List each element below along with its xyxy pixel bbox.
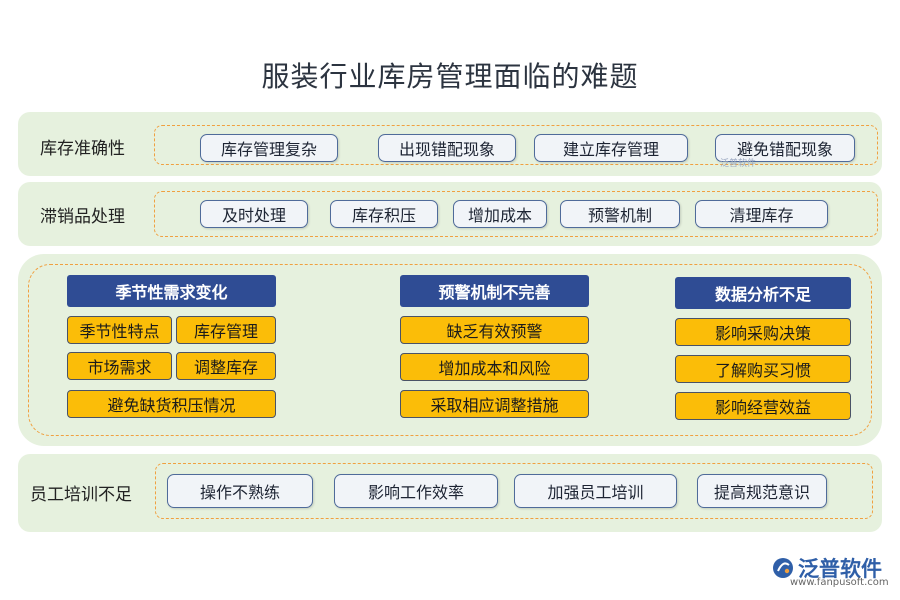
item-box: 避免缺货积压情况 — [67, 390, 276, 418]
item-box: 影响采购决策 — [675, 318, 851, 346]
dashed-frame — [154, 191, 878, 237]
band-staff-training: 员工培训不足 操作不熟练 影响工作效率 加强员工培训 提高规范意识 — [18, 454, 882, 532]
item-box: 库存管理 — [176, 316, 276, 344]
item-box: 季节性特点 — [67, 316, 172, 344]
dashed-frame — [28, 264, 872, 436]
item-box: 及时处理 — [200, 200, 308, 228]
brand-logo: 泛普软件 — [772, 553, 882, 583]
item-box: 市场需求 — [67, 352, 172, 380]
column-header-seasonal: 季节性需求变化 — [67, 275, 276, 307]
band-label: 滞销品处理 — [40, 207, 125, 227]
item-box: 预警机制 — [560, 200, 680, 228]
item-box: 影响工作效率 — [334, 474, 498, 508]
brand-logo-icon — [773, 558, 793, 578]
item-box: 增加成本和风险 — [400, 353, 589, 381]
item-box: 提高规范意识 — [697, 474, 827, 508]
band-inventory-accuracy: 库存准确性 库存管理复杂 出现错配现象 建立库存管理 避免错配现象 — [18, 112, 882, 176]
item-box: 采取相应调整措施 — [400, 390, 589, 418]
item-box: 操作不熟练 — [167, 474, 313, 508]
item-box: 建立库存管理 — [534, 134, 688, 162]
item-box: 出现错配现象 — [378, 134, 516, 162]
item-box: 清理库存 — [695, 200, 828, 228]
item-box: 了解购买习惯 — [675, 355, 851, 383]
page-title: 服装行业库房管理面临的难题 — [261, 60, 639, 93]
item-box: 库存管理复杂 — [200, 134, 338, 162]
dashed-frame — [155, 463, 873, 519]
brand-url: www.fanpusoft.com — [790, 577, 889, 588]
band-label: 员工培训不足 — [30, 485, 132, 505]
item-box: 影响经营效益 — [675, 392, 851, 420]
item-box: 加强员工培训 — [514, 474, 677, 508]
dashed-frame — [154, 125, 878, 165]
column-header-data-analysis: 数据分析不足 — [675, 277, 851, 309]
item-box: 调整库存 — [176, 352, 276, 380]
band-causes: 季节性需求变化 季节性特点 库存管理 市场需求 调整库存 避免缺货积压情况 预警… — [18, 254, 882, 446]
watermark: 泛普软件 — [720, 159, 757, 169]
item-box: 缺乏有效预警 — [400, 316, 589, 344]
item-box: 增加成本 — [453, 200, 547, 228]
column-header-warning: 预警机制不完善 — [400, 275, 589, 307]
band-slow-moving: 滞销品处理 及时处理 库存积压 增加成本 预警机制 清理库存 — [18, 182, 882, 246]
item-box: 库存积压 — [330, 200, 438, 228]
brand-name: 泛普软件 — [798, 557, 882, 581]
band-label: 库存准确性 — [40, 139, 125, 159]
item-box: 避免错配现象 — [715, 134, 855, 162]
